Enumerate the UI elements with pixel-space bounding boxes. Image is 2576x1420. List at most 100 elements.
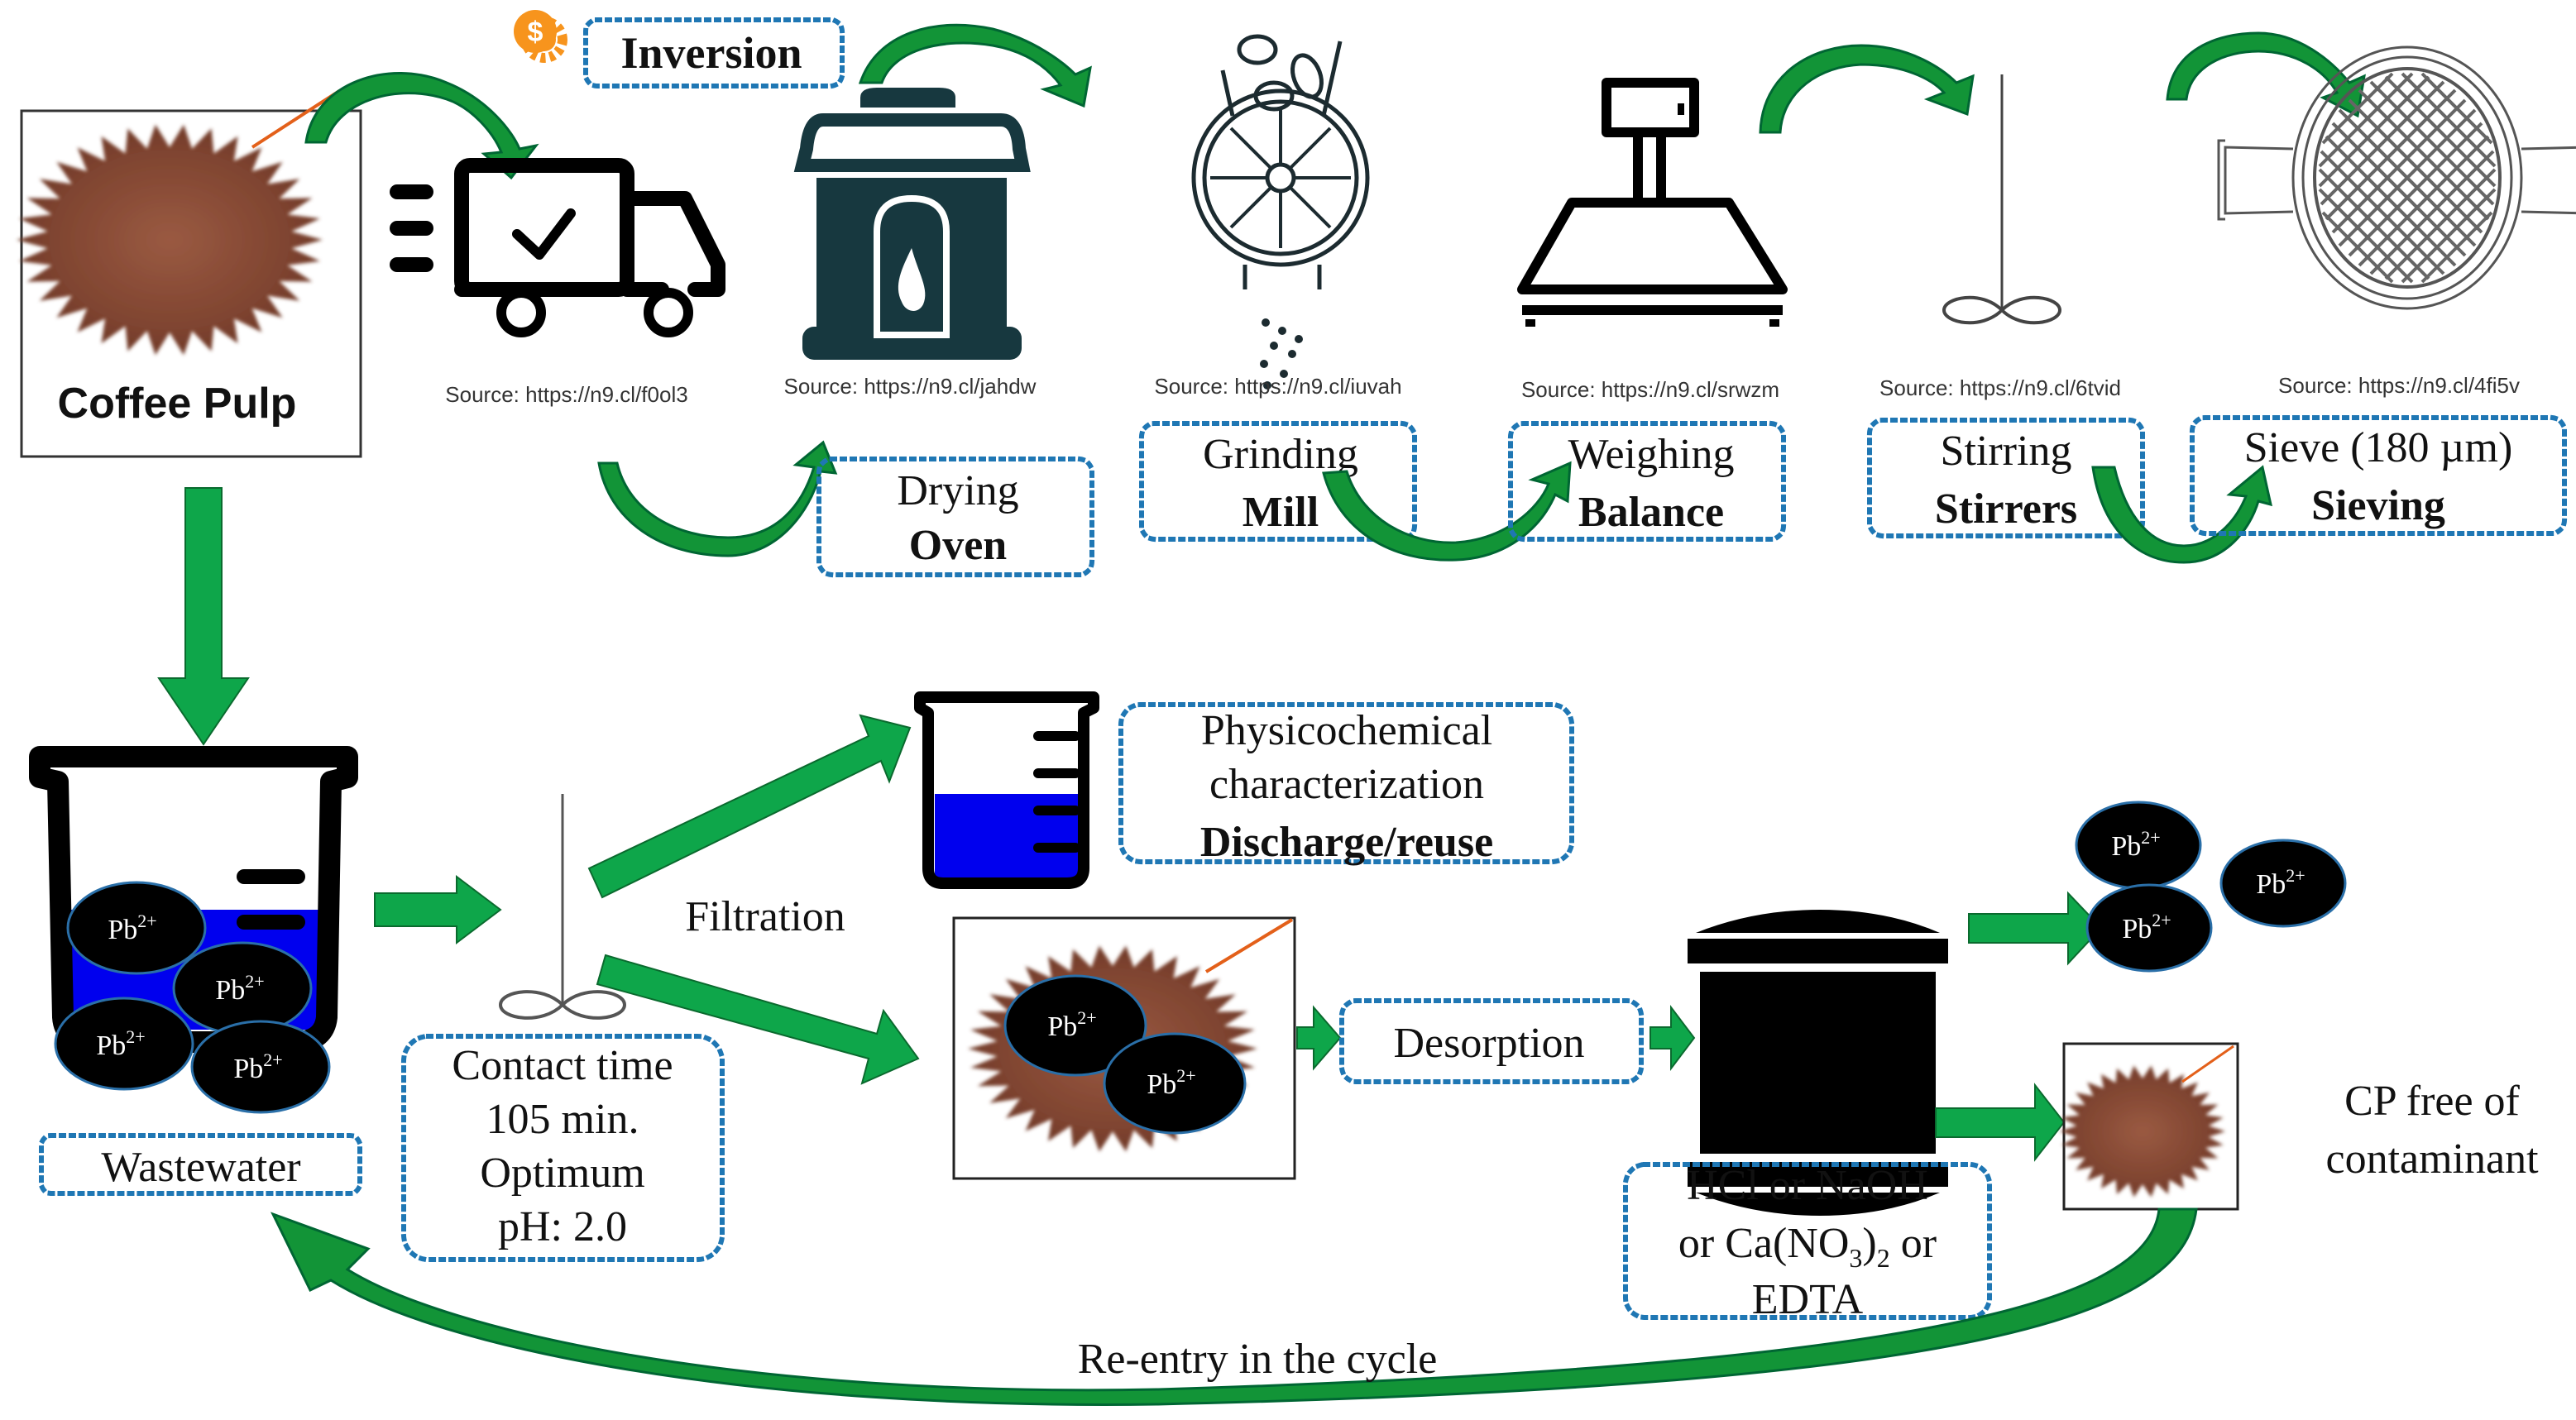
pb-ion: Pb2+ (190, 1020, 331, 1114)
pb-ion: Pb2+ (54, 997, 194, 1091)
lead-ions-in-wastewater: Pb2+ Pb2+ Pb2+ Pb2+ (54, 881, 331, 1114)
pb-ion: Pb2+ (172, 941, 313, 1035)
physicochemical-label: Physicochemical (1201, 707, 1492, 754)
pb-ion: Pb2+ (1103, 1032, 1247, 1135)
sieve-mesh (2318, 72, 2497, 284)
inversion-label: Inversion (620, 28, 802, 78)
stirring-label: Stirring (1941, 428, 2072, 475)
contact-stirrer-icon (498, 794, 627, 1020)
pb-ion: Pb2+ (1003, 974, 1147, 1077)
svg-text:Pb2+: Pb2+ (215, 971, 264, 1006)
sieve-mesh-line (2320, 80, 2445, 206)
filtration-label: Filtration (685, 893, 845, 940)
sieve-mesh-line (2325, 135, 2457, 267)
sieve-mesh-line (2369, 80, 2495, 206)
arrow-to-clean-pulp (1935, 1083, 2066, 1162)
delivery-truck-icon (390, 158, 725, 337)
svg-text:Pb2+: Pb2+ (233, 1049, 282, 1084)
contact-time-label: Contact time (452, 1042, 673, 1089)
reentry-arrow (271, 1207, 2198, 1406)
sieve-mesh-line (2338, 108, 2477, 247)
cp-free-label-2: contaminant (2325, 1136, 2539, 1183)
reentry-label: Re-entry in the cycle (1078, 1336, 1438, 1383)
pb-ion: Pb2+ (2075, 801, 2202, 890)
source-sieve: Source: https://n9.cl/4fi5v (2278, 373, 2520, 398)
eluents-box (1623, 1162, 1992, 1320)
money-gear-icon: $ (514, 10, 567, 63)
sieve-mesh-line (2401, 188, 2497, 284)
coffee-pulp-box: Coffee Pulp (17, 89, 362, 458)
optimum-label: Optimum (480, 1150, 644, 1197)
sieve-mesh-line (2348, 122, 2483, 257)
sieve-mesh-line (2420, 211, 2493, 284)
eluent-line-2: or Ca(NO3)2 or (1678, 1220, 1937, 1273)
ground-particles (1260, 318, 1303, 390)
grinding-box (1139, 421, 1417, 542)
loaded-pulp-box: Pb2+ Pb2+ (952, 916, 1296, 1180)
curved-arrow-oven-to-mill (858, 23, 1092, 108)
svg-text:Pb2+: Pb2+ (108, 911, 156, 945)
sieve-size-label: Sieve (180 µm) (2244, 424, 2513, 471)
source-balance: Source: https://n9.cl/srwzm (1521, 377, 1779, 402)
arrow-to-released-ions (1968, 891, 2103, 966)
source-truck: Source: https://n9.cl/f0ol3 (445, 382, 687, 407)
pb-ion: Pb2+ (2219, 839, 2347, 928)
sieve-mesh-line (2348, 98, 2483, 234)
eluent-line-1: HCl or NaOH (1687, 1162, 1928, 1209)
drying-box (816, 457, 1094, 577)
svg-text:Pb2+: Pb2+ (96, 1026, 145, 1061)
stirrers-label: Stirrers (1935, 485, 2077, 533)
sieve-mesh-line (2369, 150, 2495, 275)
contact-time-value: 105 min. (486, 1096, 639, 1143)
mill-label: Mill (1243, 489, 1319, 536)
balance-label: Balance (1578, 489, 1724, 536)
arrow-to-column (1650, 1005, 1696, 1071)
sieving-box (2190, 415, 2567, 536)
arrow-filtration-down (596, 954, 920, 1085)
contact-conditions-box (401, 1034, 725, 1262)
curved-arrow-mill-to-balance (1322, 461, 1572, 562)
svg-text:$: $ (528, 17, 543, 48)
balance-scale-icon (1517, 78, 1788, 327)
curved-arrow-to-sieve-top (2166, 31, 2366, 118)
treated-water-beaker-icon (914, 691, 1099, 889)
discharge-reuse-label: Discharge/reuse (1200, 819, 1493, 866)
grinding-mill-icon (1191, 34, 1370, 289)
desorption-column-icon (1688, 910, 1948, 1216)
desorption-label: Desorption (1393, 1020, 1584, 1067)
svg-text:Pb2+: Pb2+ (2111, 827, 2160, 862)
sieve-mesh-line (2358, 135, 2490, 267)
svg-text:Pb2+: Pb2+ (2122, 910, 2171, 944)
curved-arrow-stirrer-to-sieve (2091, 465, 2273, 564)
sieving-label: Sieving (2311, 482, 2445, 529)
sieve-mesh-line (2384, 168, 2497, 280)
sieve-mesh-line (2318, 168, 2430, 280)
weighing-label: Weighing (1568, 431, 1735, 478)
drying-label: Drying (897, 467, 1018, 514)
pb-ion: Pb2+ (2085, 883, 2213, 973)
arrow-to-contact (374, 874, 502, 945)
stirring-box (1867, 418, 2145, 538)
coffee-pulp-particle-icon (17, 89, 341, 356)
wastewater-label: Wastewater (101, 1144, 300, 1191)
released-lead-ions: Pb2+ Pb2+ Pb2+ (2075, 801, 2347, 973)
curved-arrow-truck-to-drying (597, 440, 838, 557)
svg-text:Pb2+: Pb2+ (2256, 865, 2305, 900)
eluent-line-3: EDTA (1752, 1276, 1864, 1323)
source-oven: Source: https://n9.cl/jahdw (784, 374, 1037, 399)
sieve-mesh-line (2331, 122, 2467, 257)
characterization-box (1118, 702, 1574, 864)
oven-label: Oven (909, 522, 1008, 569)
pb-ion: Pb2+ (66, 881, 207, 975)
sieve-mesh-line (2331, 98, 2467, 234)
sieve-icon (2217, 45, 2576, 310)
source-stirrer: Source: https://n9.cl/6tvid (1879, 375, 2121, 400)
cp-free-label-1: CP free of (2344, 1078, 2520, 1125)
curved-arrow-balance-to-stirrer (1759, 44, 1975, 134)
weighing-box (1508, 421, 1786, 542)
curved-arrow-pulp-to-truck (304, 71, 539, 180)
clean-pulp-box (2060, 1042, 2239, 1211)
arrow-filtration-up (587, 714, 912, 899)
svg-text:Pb2+: Pb2+ (1047, 1007, 1096, 1042)
sieve-mesh-line (2321, 211, 2394, 284)
